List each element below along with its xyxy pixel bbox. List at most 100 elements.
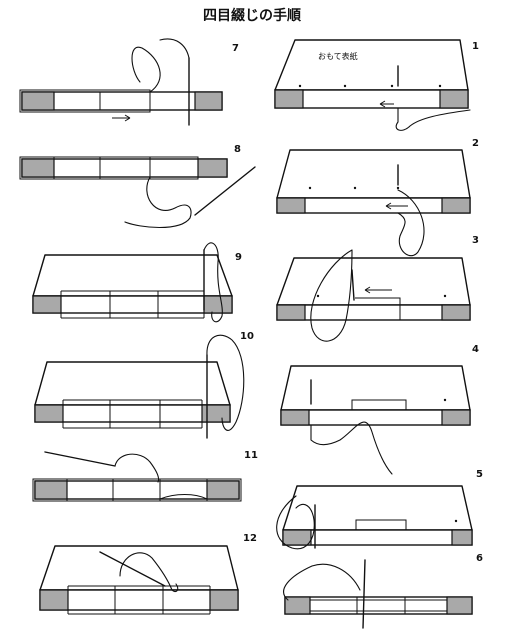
step-7-spine-left-end — [21, 91, 55, 111]
step-2-spine-right-end — [441, 197, 471, 214]
step-6-needle — [362, 559, 366, 629]
step-12-needle — [99, 551, 166, 587]
step-10-number: 10 — [240, 331, 254, 342]
step-8-spine-left-end — [21, 158, 55, 178]
step-2-hole-1 — [308, 186, 312, 190]
step-12-spine-right-end — [209, 589, 239, 611]
step-5-book-top — [282, 485, 473, 531]
step-3-thread — [310, 249, 353, 342]
step-9-spine — [32, 295, 233, 314]
step-4-stitch — [351, 399, 407, 410]
step-3-spine-left-end — [276, 304, 306, 321]
step-11-number: 11 — [244, 450, 258, 461]
step-6: 6 — [283, 553, 483, 629]
step-7-number: 7 — [232, 43, 239, 54]
step-7-spine-right-end — [194, 91, 223, 111]
step-9-stitches — [60, 290, 205, 319]
step-1-spine-left-end — [274, 89, 304, 109]
step-9-book-top — [32, 254, 233, 297]
step-8-stitches — [19, 156, 199, 180]
step-3-hole-1 — [316, 294, 320, 298]
step-6-thread — [283, 563, 361, 601]
step-2: 2 — [276, 138, 479, 257]
step-5-spine-left-end — [282, 529, 312, 546]
step-3-number: 3 — [472, 235, 479, 246]
step-11-loop — [159, 494, 208, 500]
step-1-hole-2 — [343, 84, 347, 88]
step-5-hole-4 — [454, 519, 458, 523]
step-4-spine-right-end — [441, 409, 471, 426]
step-4-number: 4 — [472, 344, 479, 355]
step-12-thread — [119, 552, 179, 593]
step-8-needle — [194, 166, 256, 216]
step-2-hole-2 — [353, 186, 357, 190]
step-11-stitches — [32, 478, 242, 502]
step-2-thread — [397, 189, 425, 257]
step-1-arrow — [379, 100, 394, 108]
step-3-stitch — [355, 297, 401, 320]
step-11-needle — [44, 451, 116, 467]
step-10-spine-right-end — [201, 404, 231, 423]
step-7-thread — [131, 38, 190, 93]
step-11-spine-left-end — [34, 480, 68, 500]
step-2-book-top — [276, 149, 471, 199]
step-1-cover-label: おもて表紙 — [318, 51, 358, 61]
step-5-number: 5 — [476, 469, 483, 480]
step-4-thread — [310, 421, 393, 475]
step-2-spine-left-end — [276, 197, 306, 214]
step-8-number: 8 — [234, 144, 241, 155]
step-5-thread — [276, 495, 315, 550]
step-4-spine-left-end — [280, 409, 310, 426]
step-8-spine-right-end — [197, 158, 228, 178]
step-2-spine — [276, 197, 471, 214]
step-3-needle — [351, 269, 355, 301]
step-1-hole-1 — [298, 84, 302, 88]
step-1-number: 1 — [472, 41, 479, 52]
diagram-title: 四目綴じの手順 — [203, 7, 302, 24]
step-2-arrow — [385, 202, 408, 210]
step-5-stitch — [355, 519, 407, 530]
step-3-spine — [276, 304, 471, 321]
step-10-spine — [34, 404, 231, 423]
step-2-number: 2 — [472, 138, 479, 149]
step-1-book-top — [274, 39, 469, 91]
step-12: 12 — [39, 533, 257, 615]
step-10: 10 — [34, 331, 254, 439]
step-1-spine — [274, 89, 469, 109]
step-10-thread — [206, 334, 245, 431]
step-5: 5 — [276, 469, 483, 550]
step-11: 11 — [32, 450, 258, 502]
step-7-arrow — [112, 114, 131, 122]
step-1-hole-3 — [390, 84, 394, 88]
step-6-spine-left-end — [284, 596, 311, 615]
step-7: 7 — [19, 38, 239, 126]
step-8: 8 — [19, 144, 256, 228]
step-1-spine-right-end — [439, 89, 469, 109]
step-9-spine-left-end — [32, 295, 62, 314]
step-12-spine-left-end — [39, 589, 69, 611]
step-1-thread — [395, 107, 471, 131]
step-10-book-top — [34, 361, 231, 406]
step-6-spine-right-end — [446, 596, 473, 615]
step-2-hole-3 — [396, 186, 400, 190]
step-4: 4 — [280, 344, 479, 475]
step-3-spine-right-end — [441, 304, 471, 321]
step-9: 9 — [32, 242, 242, 323]
step-12-number: 12 — [243, 533, 257, 544]
step-6-stitches — [310, 597, 447, 614]
step-1: 1 おもて表紙 — [274, 39, 479, 131]
step-11-spine-right-end — [206, 480, 240, 500]
step-3-hole-4 — [443, 294, 447, 298]
step-3: 3 — [276, 235, 479, 342]
step-10-stitches — [62, 399, 203, 429]
step-3-arrow — [364, 286, 392, 294]
step-8-thread — [124, 176, 192, 228]
step-10-spine-left-end — [34, 404, 64, 423]
step-6-number: 6 — [476, 553, 483, 564]
step-9-thread — [203, 242, 223, 323]
step-1-hole-4 — [438, 84, 442, 88]
step-4-hole-4 — [443, 398, 447, 402]
step-12-spine — [39, 589, 239, 611]
step-7-stitches — [19, 89, 151, 113]
